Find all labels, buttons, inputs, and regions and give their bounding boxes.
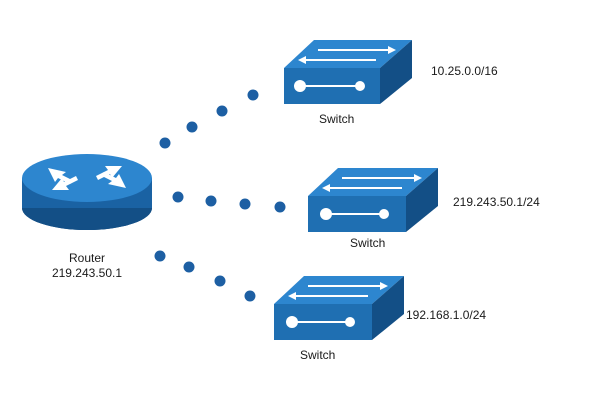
network-switch-icon [308, 168, 438, 232]
router-label: Router [68, 251, 106, 265]
link-router-switch-3 [154, 250, 256, 302]
network-switch-icon [284, 40, 412, 104]
link-router-switch-1 [159, 89, 259, 149]
switch-2-subnet: 219.243.50.1/24 [453, 195, 540, 209]
switch-1-subnet: 10.25.0.0/16 [431, 64, 498, 78]
switch-3-subnet: 192.168.1.0/24 [406, 308, 487, 322]
network-switch-icon [274, 276, 404, 340]
switch-1-label: Switch [319, 112, 355, 126]
router-icon [22, 154, 152, 230]
link-router-switch-2 [172, 191, 286, 213]
switch-3-label: Switch [300, 348, 336, 362]
switch-2-label: Switch [350, 236, 386, 250]
router-ip: 219.243.50.1 [51, 266, 123, 280]
